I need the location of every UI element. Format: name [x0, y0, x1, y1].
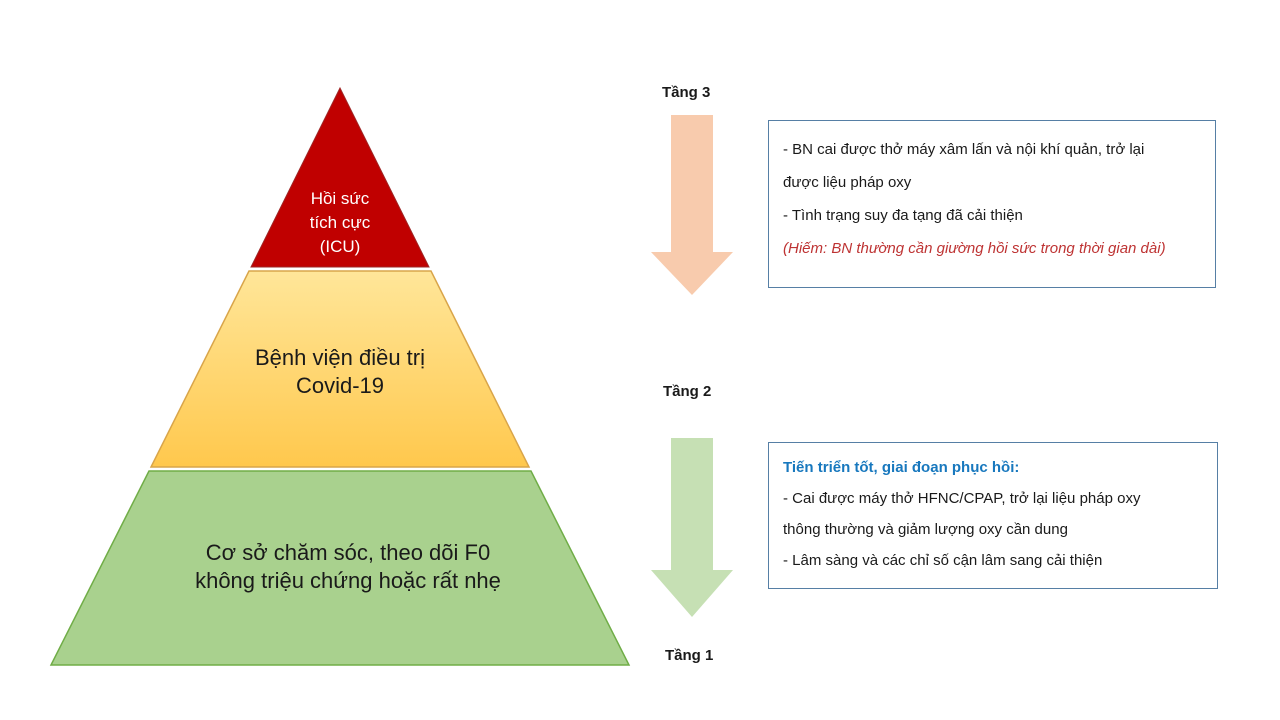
- tier2-hospital-label-line1: Bệnh viện điều trị: [255, 345, 425, 370]
- tier1-care-label-line1: Cơ sở chăm sóc, theo dõi F0: [205, 540, 491, 565]
- tang3-label: Tầng 3: [662, 84, 711, 101]
- tang2-criteria-line2: thông thường và giảm lượng oxy cần dung: [783, 521, 1068, 538]
- down-arrow-tang3-icon: [651, 115, 733, 295]
- tang3-criteria-box: - BN cai được thở máy xâm lấn và nội khí…: [768, 120, 1216, 288]
- tang2-criteria-box: Tiến triển tốt, giai đoạn phục hồi: - Ca…: [768, 442, 1218, 589]
- tier1-care-label-line2: không triệu chứng hoặc rất nhẹ: [195, 568, 501, 593]
- tang1-label: Tầng 1: [665, 647, 714, 664]
- tier3-icu-label: Hồi sức tích cực (ICU): [250, 187, 430, 259]
- tang3-criteria-line3: - Tình trạng suy đa tạng đã cải thiện: [783, 207, 1023, 224]
- tier3-icu-label-line3: (ICU): [319, 237, 361, 256]
- tang2-criteria-line3: - Lâm sàng và các chỉ số cận lâm sang cả…: [783, 552, 1103, 569]
- tier2-hospital-label-line2: Covid-19: [295, 373, 385, 398]
- tang3-criteria-line1: - BN cai được thở máy xâm lấn và nội khí…: [783, 141, 1145, 158]
- tier3-icu-label-line2: tích cực: [309, 213, 371, 232]
- tier3-icu-label-line1: Hồi sức: [310, 189, 370, 208]
- tang2-criteria-line1: - Cai được máy thở HFNC/CPAP, trở lại li…: [783, 490, 1141, 507]
- pyramid-tier1-care-shape: [49, 470, 631, 666]
- tier1-care-label: Cơ sở chăm sóc, theo dõi F0 không triệu …: [143, 539, 553, 595]
- down-arrow-tang2-icon: [651, 438, 733, 617]
- tang3-criteria-line2: được liệu pháp oxy: [783, 174, 912, 191]
- pyramid-tier2-hospital-shape: [149, 270, 531, 468]
- tang3-criteria-note: (Hiếm: BN thường cần giường hồi sức tron…: [783, 240, 1166, 257]
- tier2-hospital-label: Bệnh viện điều trị Covid-19: [190, 344, 490, 400]
- tang2-label: Tầng 2: [663, 383, 712, 400]
- tang2-criteria-heading: Tiến triển tốt, giai đoạn phục hồi:: [783, 459, 1020, 476]
- pyramid-tier3-icu-shape: [250, 86, 430, 268]
